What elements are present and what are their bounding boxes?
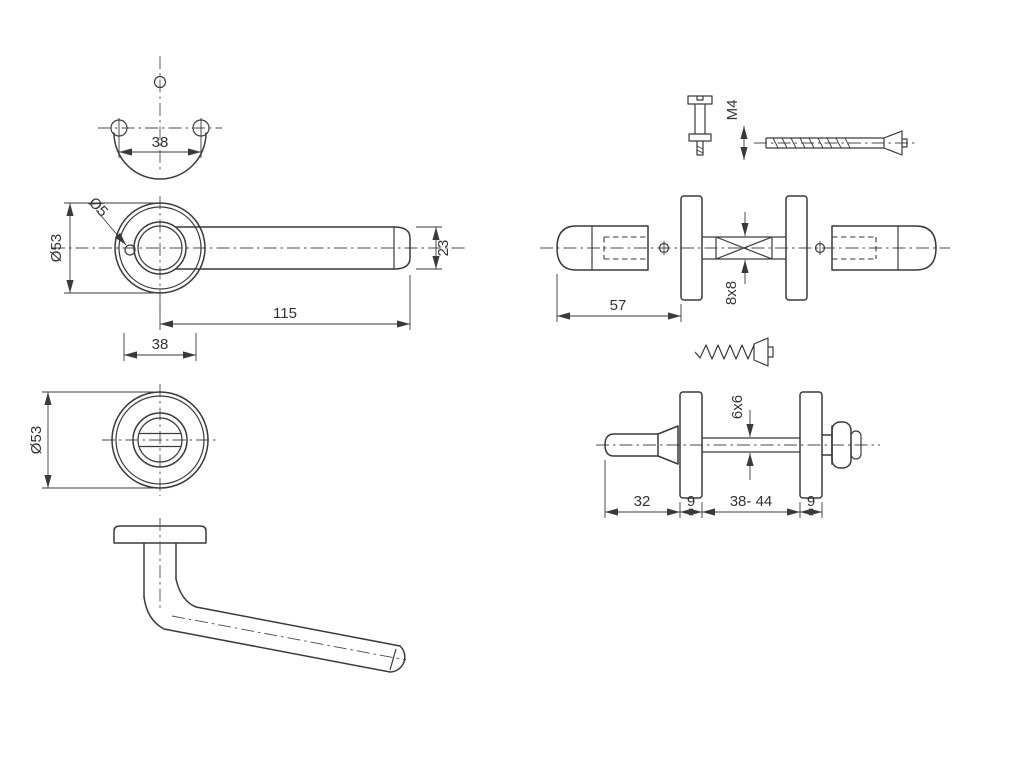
leader-line-hole	[95, 209, 127, 246]
machine-screw-thread-hatch	[772, 137, 851, 149]
rose-ring-circle	[115, 395, 205, 485]
right-handle-stub	[831, 225, 937, 271]
machine-screw-shaft	[765, 137, 884, 149]
lever-tip-tangent-line	[389, 648, 397, 671]
dim-label-hole-spacing: 38	[152, 134, 169, 151]
view-handle-side	[113, 518, 407, 673]
vertical-screw-outline	[687, 95, 713, 156]
view-fixing-screw: M4	[687, 95, 916, 160]
center-lines	[102, 384, 218, 496]
view-wood-screw	[694, 337, 774, 367]
rose-top-arc	[113, 132, 207, 180]
left-hidden-square-hole	[603, 236, 648, 260]
rose-outer-circle	[114, 202, 206, 294]
dim-label-lever-width: 23	[435, 240, 452, 257]
view-turn-assembly: 6x6 32 9 38- 44 9	[596, 391, 880, 518]
extension-lines-diameter	[42, 391, 154, 489]
dim-label-diameter: Ø53	[28, 426, 45, 454]
dim-label-spindle-section: 8x8	[723, 281, 740, 305]
spindle-outline	[702, 236, 786, 260]
release-cone	[657, 425, 679, 465]
right-hidden-square-hole	[832, 236, 877, 260]
dim-label-rose-diameter: Ø53	[48, 234, 65, 262]
neck-lines	[143, 542, 177, 598]
vertical-screw-thread-hatch	[696, 145, 704, 154]
dim-label-lever-length: 115	[273, 305, 297, 322]
lever-tip-arc	[389, 645, 406, 673]
left-handle-stub	[556, 225, 649, 271]
rose-cap-outline	[113, 525, 207, 544]
lever-bar-outline	[175, 226, 411, 270]
view-rose-top: 38	[98, 56, 222, 180]
right-rose-plate	[785, 195, 808, 301]
spindle-lines	[702, 437, 800, 453]
machine-screw-head	[883, 130, 908, 156]
left-rose-plate	[679, 391, 703, 499]
wood-screw-head	[753, 337, 774, 367]
release-cylinder	[604, 433, 659, 457]
wood-screw-thread	[694, 344, 755, 360]
dim-label-neck-length: 57	[610, 297, 627, 314]
rose-outer-circle	[111, 391, 209, 489]
dim-label-hole-spacing: 38	[152, 336, 169, 353]
dim-label-thread: M4	[724, 100, 741, 121]
right-rose-plate	[799, 391, 823, 499]
rose-ring-circle	[118, 206, 202, 290]
dim-label-knob-length: 32	[634, 493, 651, 510]
dim-label-hole-diameter: Ø5	[85, 194, 111, 220]
hub-inner-circle	[137, 225, 183, 271]
center-lines	[52, 196, 466, 312]
extension-lines-diameter	[64, 202, 154, 294]
view-rose-front: Ø53	[28, 384, 218, 496]
dim-label-rose-left: 9	[687, 493, 695, 510]
turn-slot-lines	[139, 432, 181, 448]
lever-top-edge	[175, 578, 401, 647]
hub-outer-circle	[132, 412, 188, 468]
left-rose-plate	[680, 195, 703, 301]
dim-label-spindle-section: 6x6	[729, 395, 746, 419]
center-lines	[98, 56, 222, 170]
lever-bottom-edge	[143, 596, 391, 673]
dim-label-rose-right: 9	[807, 493, 815, 510]
small-screw-hole	[124, 244, 136, 256]
thumbturn-cap	[850, 430, 862, 460]
hub-inner-circle	[137, 417, 183, 463]
center-lines	[159, 518, 407, 661]
view-lever-assembly: 8x8 57	[540, 195, 950, 322]
dim-label-door-range: 38- 44	[730, 493, 773, 510]
view-handle-front: Ø5 Ø53 23 115 38	[48, 194, 466, 361]
